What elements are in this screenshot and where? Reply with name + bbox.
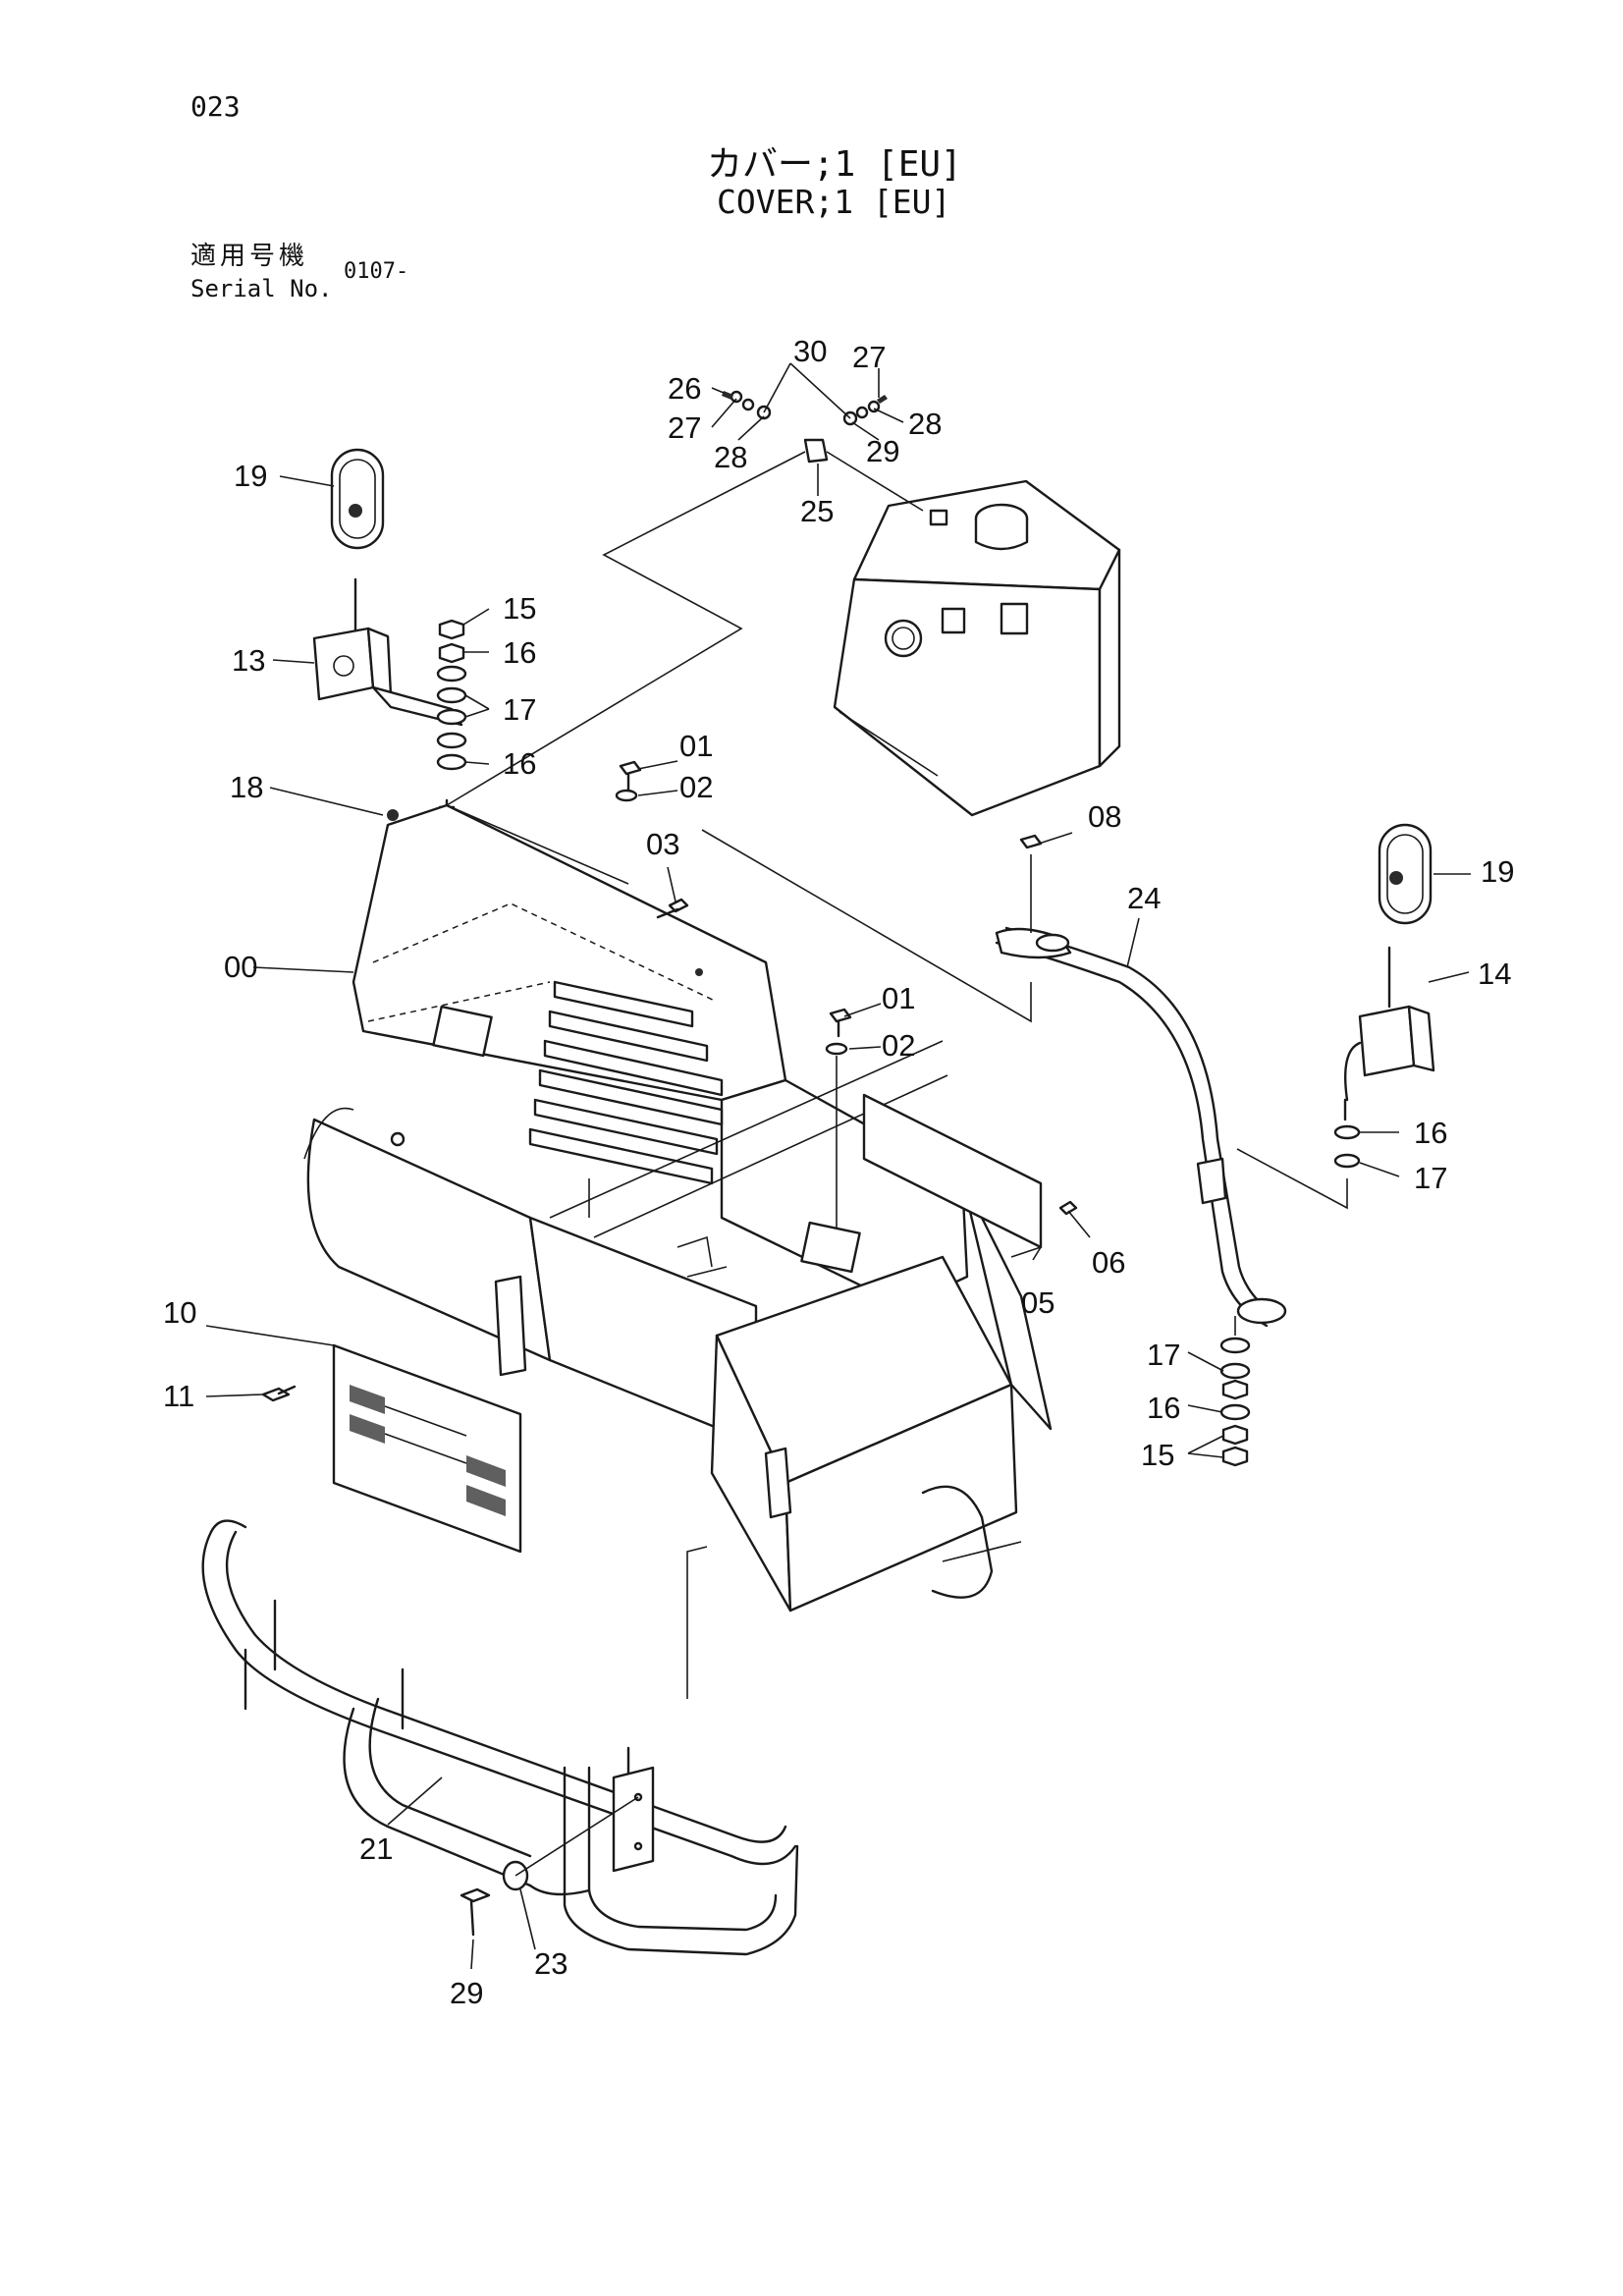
cover-louvers <box>528 980 724 1185</box>
callout-11: 11 <box>163 1379 194 1413</box>
mirror-right <box>1378 823 1433 1009</box>
leader-lines <box>205 368 1471 1970</box>
callout-19: 19 <box>1481 854 1514 889</box>
callout-18: 18 <box>230 770 263 804</box>
callout-13: 13 <box>232 643 265 678</box>
page-number: 023 <box>190 90 241 123</box>
handrail-25 <box>995 834 1287 1328</box>
callout-01: 01 <box>882 981 915 1015</box>
cover-bolts <box>615 760 1032 1228</box>
callout-16: 16 <box>503 635 536 670</box>
callout-05: 05 <box>1021 1285 1055 1320</box>
callout-06: 06 <box>1092 1245 1125 1280</box>
callout-25: 24 <box>1127 881 1161 915</box>
callout-03: 03 <box>646 827 679 861</box>
callout-23: 23 <box>534 1946 568 1981</box>
callout-10: 10 <box>163 1295 196 1330</box>
mirror-bracket-14 <box>1236 1005 1435 1210</box>
callout-14: 14 <box>1478 957 1511 991</box>
serial-number-value: 0107- <box>344 259 409 284</box>
callout-00: 00 <box>224 950 257 984</box>
hardware-stack-left <box>436 619 467 827</box>
callout-16: 16 <box>1147 1391 1180 1425</box>
callout-02: 02 <box>882 1028 915 1063</box>
title-english: COVER;1 [EU] <box>717 183 951 221</box>
callout-16: 16 <box>503 746 536 781</box>
callout-30: 30 <box>793 334 827 368</box>
callout-16: 16 <box>1414 1116 1447 1150</box>
callout-17: 17 <box>1414 1161 1447 1195</box>
callout-15: 15 <box>503 591 536 626</box>
callout-19: 19 <box>234 459 267 493</box>
callout-28: 27 <box>668 410 701 445</box>
grille-mesh <box>350 1385 506 1516</box>
callout-26: 25 <box>800 494 834 528</box>
callout-labels: 30 26 27 27 28 28 29 25 19 13 15 16 17 1… <box>163 334 1514 2010</box>
title-japanese: カバー;1 [EU] <box>707 144 962 185</box>
mirror-left <box>330 448 385 650</box>
grille-plate-10 <box>261 1343 522 1554</box>
fuel-tank <box>833 479 1121 817</box>
callout-15: 15 <box>1141 1438 1174 1472</box>
bumper-bolt <box>460 1796 639 1937</box>
callout-27: 26 <box>668 371 701 406</box>
callout-02: 02 <box>679 770 713 804</box>
callout-17: 17 <box>1147 1338 1180 1372</box>
callout-21: 21 <box>359 1831 393 1866</box>
callout-27: 27 <box>852 340 886 374</box>
bracket-26 <box>446 362 924 806</box>
serial-label-english: Serial No. <box>190 275 333 302</box>
frame-body <box>303 1040 1053 1613</box>
callout-28: 28 <box>908 407 942 441</box>
callout-01: 01 <box>679 729 713 763</box>
bumper-21 <box>201 1519 799 1956</box>
serial-label-japanese: 適用号機 <box>190 242 309 271</box>
callout-29: 29 <box>866 434 899 468</box>
hardware-stack-right <box>1219 1316 1251 1467</box>
callout-29: 28 <box>714 440 747 474</box>
cover-00 <box>352 803 969 1308</box>
callout-24: 29 <box>450 1976 483 2010</box>
callout-08: 08 <box>1088 799 1121 834</box>
callout-17: 17 <box>503 692 536 727</box>
